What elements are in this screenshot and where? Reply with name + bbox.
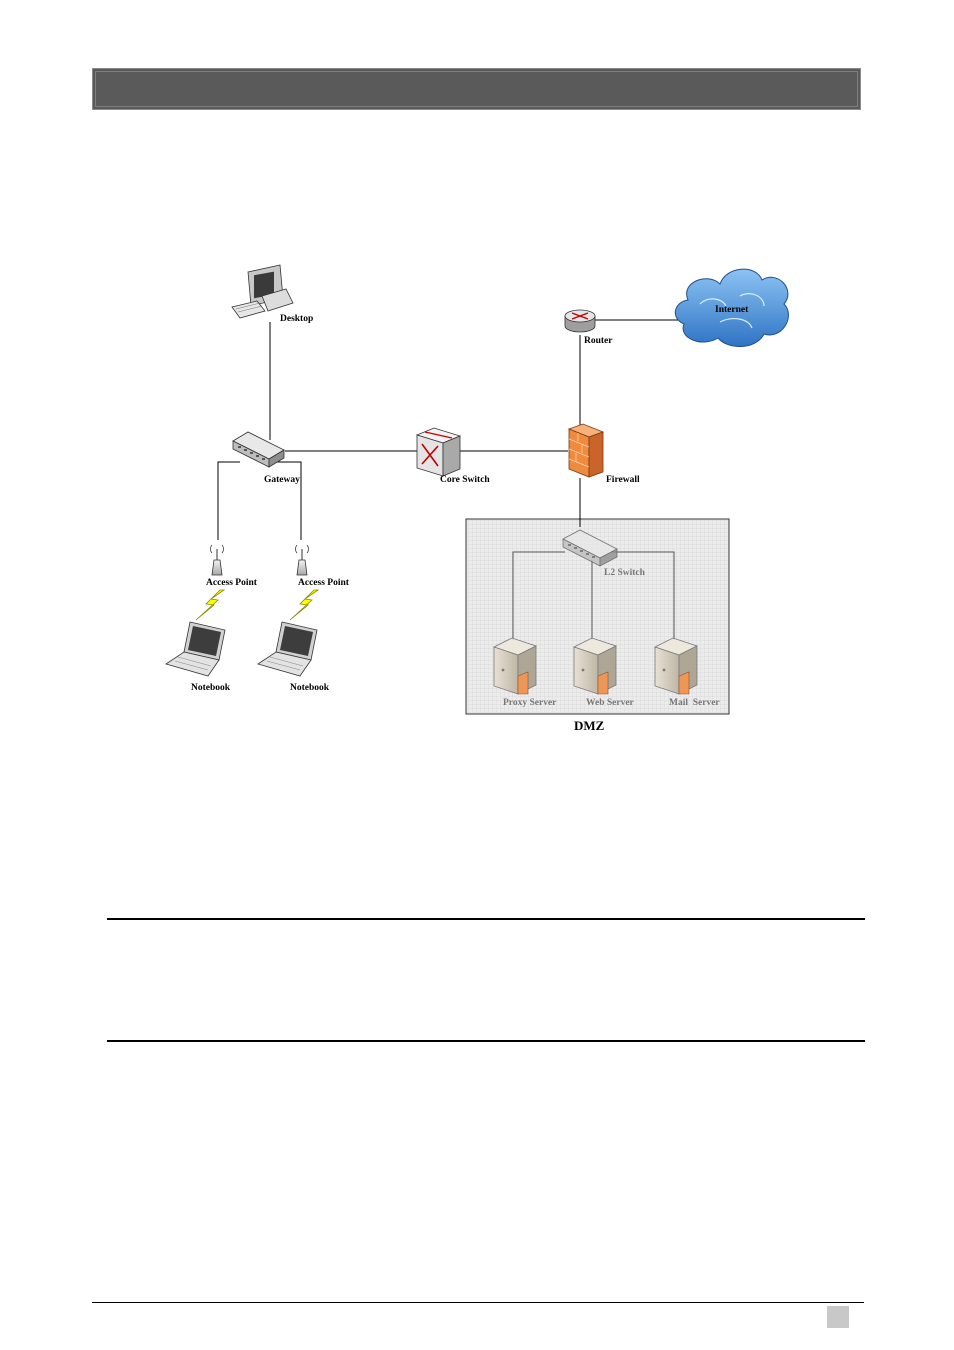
footer-rule xyxy=(92,1302,864,1303)
page-number-box xyxy=(827,1306,849,1328)
wireless-lightning-icon xyxy=(195,589,226,621)
desktop-label: Desktop xyxy=(280,314,313,324)
dmz-zone-label: DMZ xyxy=(574,718,605,733)
router-icon xyxy=(564,309,596,333)
internet-cloud-icon xyxy=(674,268,789,347)
router-label: Router xyxy=(584,336,613,346)
firewall-label: Firewall xyxy=(606,475,640,485)
mail-server-icon xyxy=(653,637,699,695)
proxy-server-icon xyxy=(492,637,538,695)
desktop-icon xyxy=(231,264,294,319)
core-switch-icon xyxy=(415,427,462,477)
notebook-icon xyxy=(165,621,226,677)
gateway-label: Gateway xyxy=(264,475,300,485)
access-point-label: Access Point xyxy=(206,578,258,588)
internet-label: Internet xyxy=(715,305,749,315)
core-switch-label: Core Switch xyxy=(440,475,490,485)
l2-switch-icon xyxy=(562,529,618,567)
firewall-icon xyxy=(567,423,605,478)
wireless-lightning-icon xyxy=(289,589,320,621)
access-point-label: Access Point xyxy=(298,578,350,588)
connection-lines xyxy=(217,319,680,540)
access-point-icon xyxy=(210,544,224,576)
mail-server-label: Mail Server xyxy=(669,698,720,708)
web-server-label: Web Server xyxy=(586,698,635,708)
l2-switch-label: L2 Switch xyxy=(604,568,646,578)
section-divider-bottom xyxy=(107,1040,865,1042)
access-point-icon xyxy=(295,544,309,576)
chapter-header-bar xyxy=(92,68,861,110)
notebook-label: Notebook xyxy=(191,683,231,693)
notebook-label: Notebook xyxy=(290,683,330,693)
proxy-server-label: Proxy Server xyxy=(503,698,557,708)
gateway-icon xyxy=(232,431,285,468)
web-server-icon xyxy=(572,637,618,695)
section-divider-top xyxy=(107,918,865,920)
dmz-lines xyxy=(512,551,675,640)
notebook-icon xyxy=(257,621,318,677)
